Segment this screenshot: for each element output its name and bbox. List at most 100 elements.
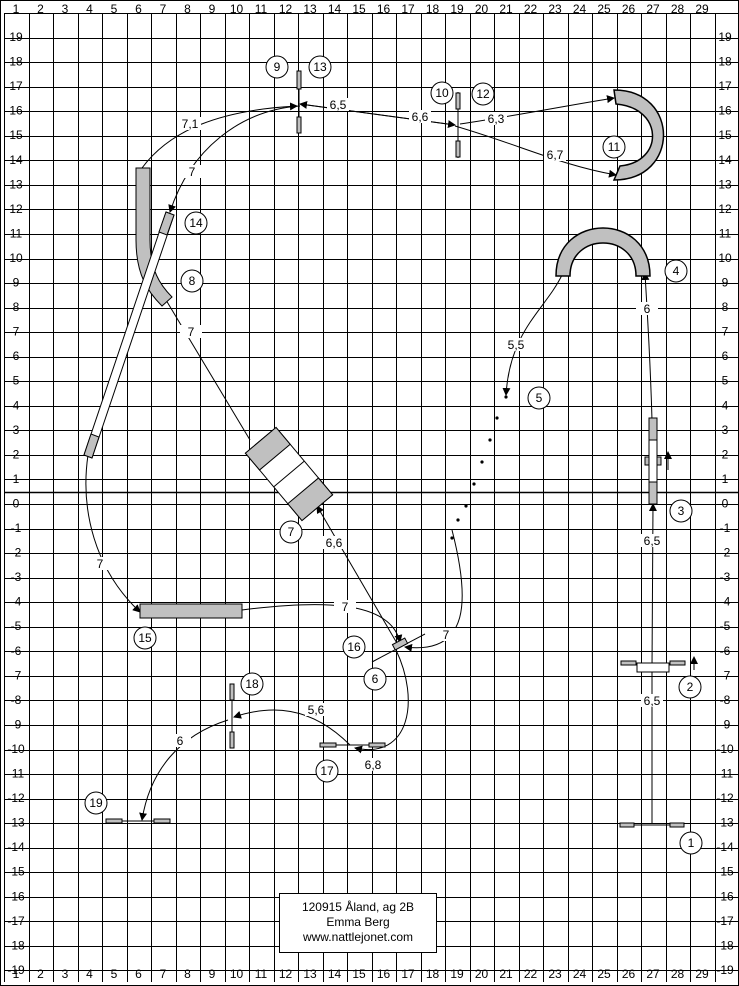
distance-label: 7 <box>189 165 196 179</box>
row-label-right: 9 <box>722 276 729 290</box>
col-label-top: 27 <box>646 2 660 16</box>
obstacle-9-13-jump <box>296 70 302 134</box>
info-title: 120915 Åland, ag 2B <box>301 900 415 914</box>
row-label-left: 2 <box>13 447 20 461</box>
obstacle-number-3: 3 <box>669 499 693 523</box>
obstacle-7-aframe <box>244 426 334 522</box>
col-label-bottom: 13 <box>303 967 317 981</box>
obstacle-number-8: 8 <box>180 269 204 293</box>
path-10-11 <box>454 125 617 178</box>
col-label-bottom: 12 <box>279 967 293 981</box>
row-label-left: -16 <box>7 889 25 903</box>
col-label-top: 5 <box>111 2 118 16</box>
obstacle-number-12: 12 <box>471 82 495 106</box>
row-label-left: -15 <box>7 865 25 879</box>
col-label-bottom: 22 <box>524 967 538 981</box>
course-path <box>85 95 657 823</box>
row-label-left: -8 <box>11 693 22 707</box>
col-label-bottom: 27 <box>646 967 660 981</box>
col-label-top: 19 <box>450 2 464 16</box>
row-label-right: 17 <box>718 79 732 93</box>
row-label-right: 16 <box>718 104 732 118</box>
row-label-left: 4 <box>13 398 20 412</box>
col-label-top: 9 <box>209 2 216 16</box>
weave-pole <box>488 438 492 442</box>
distance-label: 7 <box>188 325 195 339</box>
row-label-right: -7 <box>720 668 731 682</box>
row-label-left: -18 <box>7 938 25 952</box>
distance-label-bg <box>641 694 663 707</box>
svg-text:18: 18 <box>245 677 259 691</box>
distance-label-bg <box>409 110 431 123</box>
row-label-right: 10 <box>718 251 732 265</box>
row-label-left: -11 <box>8 767 25 781</box>
distance-label-bg <box>544 148 566 161</box>
distance-label: 6 <box>177 734 184 748</box>
obstacle-6-jump <box>371 633 426 663</box>
row-label-right: -15 <box>716 865 734 879</box>
obstacle-number-18: 18 <box>240 672 264 696</box>
info-url: www.nattlejonet.com <box>302 930 414 944</box>
obstacle-number-13: 13 <box>308 55 332 79</box>
svg-text:9: 9 <box>274 60 281 74</box>
info-author: Emma Berg <box>326 915 390 929</box>
distance-label: 7 <box>97 557 104 571</box>
distance-label: 6 <box>644 302 651 316</box>
row-label-left: 8 <box>13 300 20 314</box>
svg-text:5: 5 <box>536 391 543 405</box>
weave-pole <box>456 518 460 522</box>
weave-pole <box>504 395 508 399</box>
obstacle-number-6: 6 <box>363 667 387 691</box>
svg-text:3: 3 <box>678 504 685 518</box>
path-15-16 <box>241 604 403 643</box>
distance-label: 6,6 <box>412 110 429 124</box>
path-11-12 <box>459 95 615 125</box>
row-label-right: -13 <box>716 816 734 830</box>
col-label-bottom: 4 <box>86 967 93 981</box>
row-label-left: -1 <box>11 521 22 535</box>
col-label-bottom: 3 <box>62 967 69 981</box>
col-label-bottom: 23 <box>548 967 562 981</box>
svg-text:6: 6 <box>372 672 379 686</box>
obstacle-number-16: 16 <box>342 635 366 659</box>
col-label-bottom: 19 <box>450 967 464 981</box>
path-6-7 <box>316 505 399 646</box>
weave-pole <box>464 504 468 508</box>
path-8-9 <box>141 102 298 169</box>
row-label-left: -9 <box>11 717 22 731</box>
distance-label-bg <box>89 557 111 570</box>
row-label-right: -19 <box>716 963 734 977</box>
row-label-left: 0 <box>13 496 20 510</box>
path-2-3 <box>648 503 657 669</box>
svg-text:16: 16 <box>347 640 361 654</box>
row-label-left: -2 <box>11 546 22 560</box>
row-label-right: -6 <box>720 644 731 658</box>
row-label-left: 12 <box>9 202 23 216</box>
obstacle-number-4: 4 <box>664 259 688 283</box>
distance-label: 6,3 <box>488 112 505 126</box>
row-label-left: -12 <box>7 791 25 805</box>
col-label-top: 25 <box>597 2 611 16</box>
row-label-left: 5 <box>13 374 20 388</box>
svg-text:4: 4 <box>673 264 680 278</box>
row-label-right: 19 <box>718 30 732 44</box>
col-label-bottom: 17 <box>401 967 415 981</box>
row-label-right: -18 <box>716 938 734 952</box>
distance-label-bg <box>334 600 356 613</box>
row-label-left: -17 <box>7 914 25 928</box>
svg-text:14: 14 <box>189 216 203 230</box>
row-label-right: 5 <box>722 374 729 388</box>
col-label-top: 11 <box>255 2 268 16</box>
path-4-5 <box>502 274 563 396</box>
col-label-top: 8 <box>184 2 191 16</box>
distance-label-bg <box>169 734 191 747</box>
col-label-top: 16 <box>377 2 391 16</box>
row-label-right: -10 <box>716 742 734 756</box>
distance-label: 7,1 <box>182 117 199 131</box>
col-label-top: 15 <box>352 2 366 16</box>
row-label-left: 16 <box>9 104 23 118</box>
distance-label-bg <box>362 758 384 771</box>
obstacle-15-tunnel <box>139 603 243 619</box>
path-7-8 <box>162 294 251 441</box>
